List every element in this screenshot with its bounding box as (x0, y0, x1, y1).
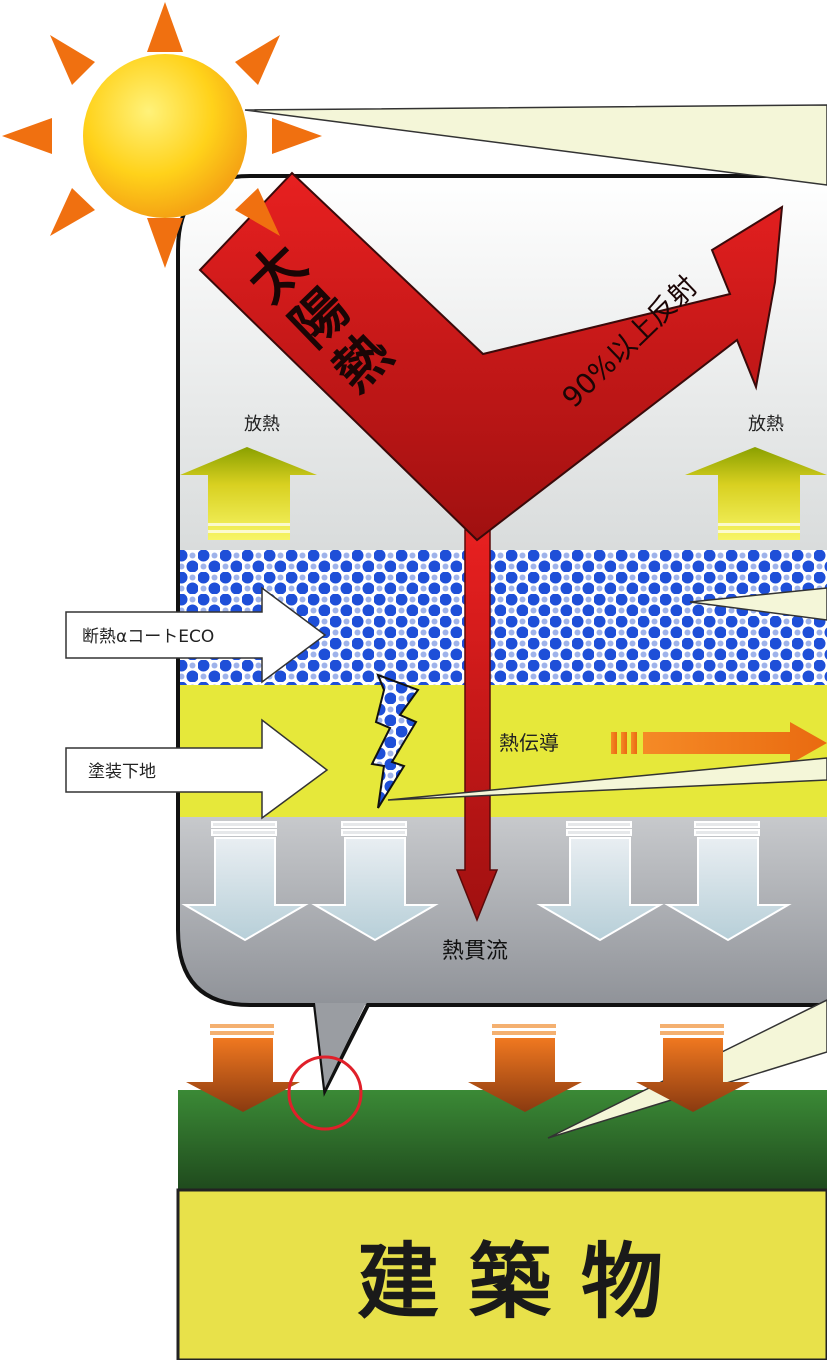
coat-label-arrow (65, 586, 327, 684)
base-label-arrow (65, 718, 329, 820)
building-label: 建築物 (357, 1235, 693, 1330)
down-arrow (536, 821, 664, 942)
callout-sun (244, 104, 827, 186)
down-arrow (311, 821, 439, 942)
coat-label: 断熱αコートECO (82, 627, 214, 647)
crack-icon (370, 673, 420, 809)
building-block (176, 1188, 827, 1360)
down-arrow (664, 821, 792, 942)
conduction-label: 熱伝導 (499, 731, 559, 755)
callout-coat (689, 587, 827, 621)
radiate-right-arrow (685, 447, 827, 540)
sun-icon (2, 2, 322, 268)
callout-crack (387, 757, 827, 801)
transmission-label: 熱貫流 (442, 939, 508, 964)
down-arrow (181, 821, 309, 942)
roof-layer (178, 1090, 827, 1190)
base-label: 塗装下地 (88, 761, 156, 782)
radiate-left-label: 放熱 (244, 414, 280, 435)
magnifier-tail (315, 1003, 366, 1088)
roof-heat-arrows (186, 1024, 750, 1112)
conduction-arrow (611, 722, 827, 764)
down-arrow (636, 1024, 750, 1112)
highlight-circle (287, 1055, 363, 1131)
down-arrow (468, 1024, 582, 1112)
down-arrow (186, 1024, 300, 1112)
radiate-right-label: 放熱 (748, 414, 784, 435)
transmission-arrows (181, 821, 792, 942)
radiate-left-arrow (180, 447, 317, 540)
sun-heat-arrow (198, 171, 784, 923)
